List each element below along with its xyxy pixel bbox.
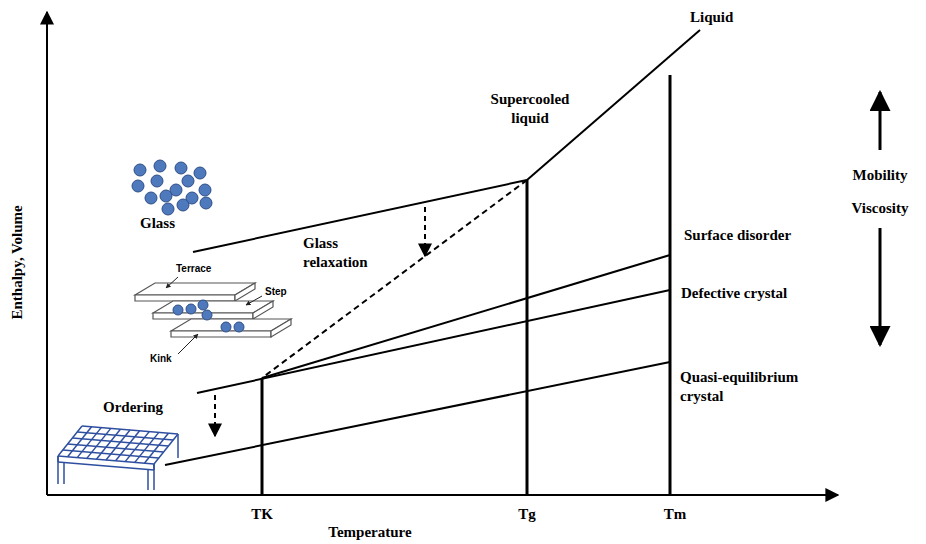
glass-atoms-part xyxy=(177,199,189,211)
relaxation-arrows-part xyxy=(214,395,216,436)
leader-arrows-part xyxy=(178,334,198,354)
curve-label: Defective crystal xyxy=(681,284,787,303)
temperature-markers-part xyxy=(526,180,529,495)
mobility-viscosity-arrows-part xyxy=(879,92,882,150)
surface-atoms-part xyxy=(221,322,231,332)
lattice-stroke xyxy=(77,432,173,440)
axes-part xyxy=(46,12,48,495)
tick-label: Tg xyxy=(518,505,536,524)
leader-arrows-part xyxy=(166,277,178,288)
glass-atoms-part xyxy=(162,203,174,215)
surface-atoms-part xyxy=(186,304,196,314)
terrace-step-kink-illustration-part xyxy=(253,301,273,319)
glass-atoms-part xyxy=(145,192,157,204)
process-label: Ordering xyxy=(103,398,163,417)
enthalpy-lines-part xyxy=(262,255,670,378)
glass-atoms-part xyxy=(200,197,212,209)
axes-part xyxy=(47,494,838,496)
leader-arrows-part xyxy=(246,296,262,305)
temperature-markers-part xyxy=(669,75,672,495)
lattice-stroke xyxy=(57,456,59,484)
mobility-viscosity-arrows-part xyxy=(879,228,882,345)
tick-label: Tm xyxy=(664,505,687,524)
glass-atoms-part xyxy=(199,184,211,196)
axis-title: Temperature xyxy=(328,523,411,542)
glass-atoms xyxy=(132,160,212,215)
axis-title: Enthalpy, Volume xyxy=(8,205,27,319)
part-label: Step xyxy=(265,286,287,299)
enthalpy-lines-part xyxy=(262,180,527,378)
trend-label: Mobility xyxy=(853,166,908,185)
terrace-step-kink-illustration-part xyxy=(271,319,291,337)
part-label: Terrace xyxy=(176,263,211,276)
glass-atoms-part xyxy=(134,164,146,176)
tick-label: TK xyxy=(251,505,273,524)
surface-atoms-part xyxy=(234,322,244,332)
lattice-stroke xyxy=(82,426,178,434)
surface-atoms-part xyxy=(173,305,183,315)
enthalpy-lines-part xyxy=(197,290,670,393)
terrace-step-kink-illustration xyxy=(135,283,291,337)
lattice-stroke xyxy=(63,450,159,458)
temperature-markers-part xyxy=(261,378,264,495)
enthalpy-lines xyxy=(165,30,700,465)
surface-atoms xyxy=(173,300,244,332)
glass-atoms-part xyxy=(182,175,194,187)
trend-label: Viscosity xyxy=(852,199,909,218)
enthalpy-lines-part xyxy=(193,180,527,252)
terrace-step-kink-illustration-part xyxy=(235,283,255,301)
terrace-step-kink-illustration-part xyxy=(135,295,235,301)
surface-atoms-part xyxy=(198,300,208,310)
glass-atoms-part xyxy=(175,162,187,174)
relaxation-arrows-part xyxy=(424,207,426,256)
surface-atoms-part xyxy=(202,310,212,320)
leader-arrows xyxy=(166,277,262,354)
curve-label: Supercooled liquid xyxy=(480,90,580,128)
glass-atoms-part xyxy=(194,167,206,179)
lattice-stroke xyxy=(58,462,154,470)
mobility-viscosity-arrows xyxy=(879,92,882,345)
lattice-stroke xyxy=(153,464,155,490)
glass-atoms-part xyxy=(154,160,166,172)
glass-atoms-part xyxy=(132,180,144,192)
lattice-stroke xyxy=(68,444,164,452)
lattice-stroke xyxy=(177,434,179,458)
curve-label: Liquid xyxy=(690,8,733,27)
state-label: Glass xyxy=(140,214,175,233)
terrace-step-kink-illustration-part xyxy=(171,331,271,337)
lattice-stroke xyxy=(63,462,65,484)
enthalpy-lines-part xyxy=(165,362,670,465)
axes xyxy=(47,12,838,495)
part-label: Kink xyxy=(150,353,172,366)
lattice-stroke xyxy=(72,438,168,446)
glass-atoms-part xyxy=(160,190,172,202)
glass-atoms-part xyxy=(151,175,163,187)
crystal-lattice xyxy=(58,426,178,490)
lattice-stroke xyxy=(147,470,149,490)
process-label: Glass relaxation xyxy=(303,234,388,272)
curve-label: Quasi-equilibrium crystal xyxy=(680,368,820,406)
curve-label: Surface disorder xyxy=(684,226,791,245)
